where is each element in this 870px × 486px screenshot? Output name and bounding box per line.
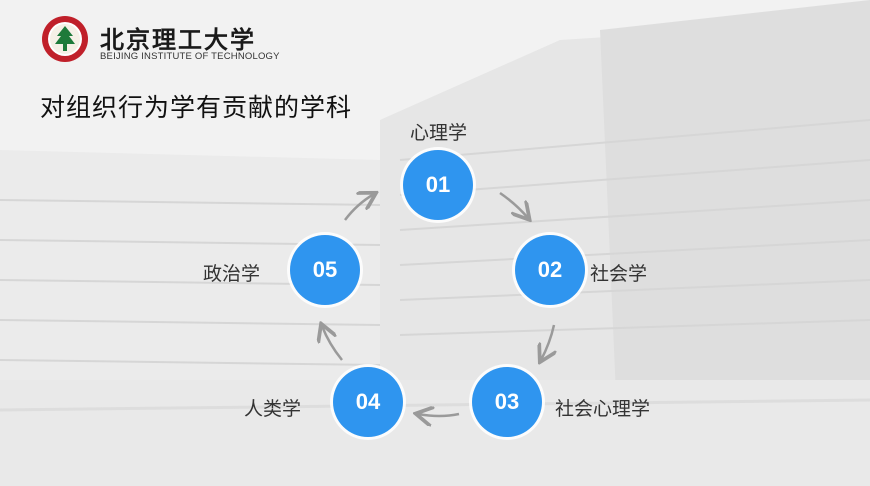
cycle-label-02: 社会学 [590, 263, 648, 285]
cycle-node-05: 05 [290, 235, 360, 305]
arrow-02-to-03 [541, 324, 554, 360]
cycle-node-02: 02 [515, 235, 585, 305]
cycle-node-04: 04 [333, 367, 403, 437]
university-logo [40, 14, 280, 64]
cycle-label-03: 社会心理学 [555, 398, 651, 420]
arrow-04-to-05 [322, 326, 343, 361]
arrow-01-to-02 [499, 191, 528, 218]
university-seal-icon [42, 16, 88, 62]
cycle-label-05: 政治学 [203, 263, 261, 285]
arrow-05-to-01 [344, 194, 374, 221]
slide-title: 对组织行为学有贡献的学科 [40, 93, 353, 122]
cycle-node-03: 03 [472, 367, 542, 437]
university-name-cn: 北京理工大学 [100, 25, 256, 54]
arrow-03-to-04 [418, 414, 460, 416]
cycle-node-01: 01 [403, 150, 473, 220]
cycle-label-01: 心理学 [410, 122, 468, 144]
university-name-en: BEIJING INSTITUTE OF TECHNOLOGY [100, 51, 280, 62]
cycle-label-04: 人类学 [244, 398, 302, 420]
